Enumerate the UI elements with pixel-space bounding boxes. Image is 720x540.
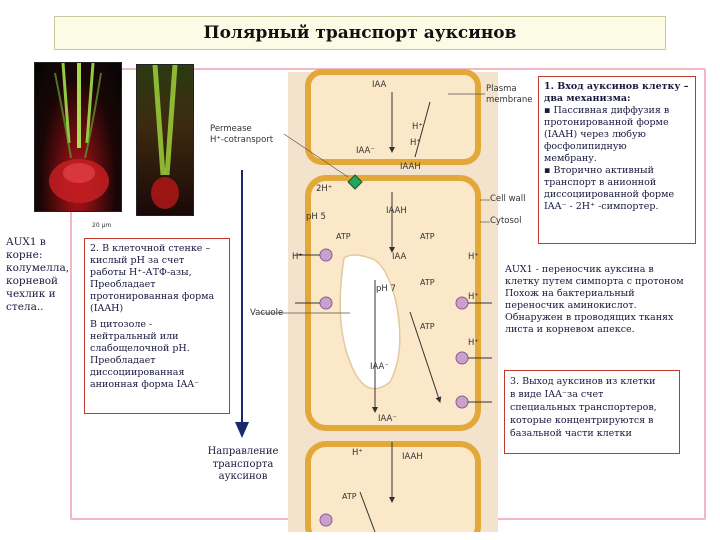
- scale-bar-label: 20 µm: [92, 222, 112, 229]
- h-plus-label: H⁺: [468, 252, 479, 262]
- auxin-exit-box: 3. Выход ауксинов из клетки в виде IAA⁻з…: [504, 370, 680, 454]
- box-line: IAA⁻ - 2H⁺ -симпортер.: [544, 201, 659, 212]
- atpase-pump: [455, 351, 469, 365]
- box-line: мембрану.: [544, 153, 597, 164]
- atpase-pump: [455, 296, 469, 310]
- iaa-minus-label: IAA⁻: [370, 362, 389, 372]
- auxin-entry-box: 1. Вход ауксинов клетку – два механизма:…: [538, 76, 696, 244]
- iaah-label: IAAH: [386, 206, 407, 216]
- box-line: диссоциированной форме: [544, 189, 675, 200]
- two-h-plus-label: 2H⁺: [316, 184, 333, 194]
- box-line: 2. В клеточной стенке –: [90, 243, 211, 254]
- label-line: ауксинов: [218, 471, 268, 482]
- aux-side-line: корне:: [6, 249, 43, 261]
- box-line: фосфолипидную: [544, 141, 627, 152]
- iaa-label: IAA: [392, 252, 407, 262]
- box-line: диссоциированная: [90, 367, 185, 378]
- box-heading: 1. Вход ауксинов клетку – два механизма:: [544, 81, 689, 104]
- box-line: кислый рН за счет: [90, 255, 185, 266]
- atp-label: ATP: [420, 322, 435, 331]
- aux-side-line: колумелла,: [6, 262, 70, 274]
- note-line: клетку путем симпорта с протоном: [505, 276, 684, 287]
- label-line: membrane: [486, 95, 533, 105]
- iaa-minus-label: IAA⁻: [356, 146, 375, 156]
- cell-wall-label: Cell wall: [490, 194, 526, 204]
- box-line: протонированной форме: [544, 117, 669, 128]
- box-line: Преобладает: [90, 279, 156, 290]
- box-line: 3. Выход ауксинов из клетки: [510, 376, 656, 387]
- label-line: Plasma: [486, 84, 517, 94]
- box-line: специальных транспортеров,: [510, 402, 657, 413]
- transport-direction-label: Направление транспорта ауксинов: [188, 446, 298, 484]
- atp-label: ATP: [336, 232, 351, 241]
- label-line: Permease: [210, 124, 252, 134]
- root-fluorescence-photo-1: [34, 62, 122, 212]
- h-plus-label: H⁺: [468, 292, 479, 302]
- cell-wall-ph-box: 2. В клеточной стенке – кислый рН за сче…: [84, 238, 230, 414]
- aux1-root-note: AUX1 в корне: колумелла, корневой чехлик…: [6, 236, 70, 314]
- atpase-pump: [455, 395, 469, 409]
- iaah-label: IAAH: [402, 452, 423, 462]
- aux-side-line: стела..: [6, 301, 44, 313]
- lower-cell: [305, 441, 481, 532]
- atp-label: ATP: [342, 492, 357, 501]
- note-line: переносчик аминокислот.: [505, 300, 637, 311]
- box-line: (IAAH): [90, 303, 124, 314]
- page-title: Полярный транспорт ауксинов: [54, 16, 666, 50]
- atp-label: ATP: [420, 278, 435, 287]
- h-plus-label: H⁺: [352, 448, 363, 458]
- box-line: ▪ Вторично активный: [544, 165, 654, 176]
- transport-direction-arrow: [235, 170, 249, 438]
- cytosol-label: Cytosol: [490, 216, 522, 226]
- box-line: В цитозоле -: [90, 319, 153, 330]
- box-line: транспорт в анионной: [544, 177, 657, 188]
- note-line: листа и корневом апексе.: [505, 324, 635, 335]
- h-plus-label: H⁺: [468, 338, 479, 348]
- ph7-label: pH 7: [376, 284, 396, 294]
- box-line: слабощелочной рН.: [90, 343, 190, 354]
- atpase-pump: [319, 513, 333, 527]
- aux1-carrier-note: AUX1 - переносчик ауксина в клетку путем…: [502, 262, 702, 338]
- box-line: ▪ Пассивная диффузия в: [544, 105, 670, 116]
- box-line: анионная форма IAA⁻: [90, 379, 200, 390]
- box-line: (IAAH) через любую: [544, 129, 646, 140]
- aux-side-line: AUX1 в: [6, 236, 46, 248]
- label-line: H⁺-cotransport: [210, 135, 274, 145]
- iaa-label-top: IAA: [372, 80, 387, 90]
- iaa-minus-label: IAA⁻: [378, 414, 397, 424]
- vacuole: [339, 254, 401, 390]
- ph5-label: pH 5: [306, 212, 326, 222]
- cell-transport-diagram: [260, 69, 498, 532]
- h-plus-label: H⁺: [410, 138, 421, 148]
- plasma-membrane-label: Plasma membrane: [486, 84, 533, 106]
- box-line: Преобладает: [90, 355, 156, 366]
- root-fluorescence-photo-2: [136, 64, 194, 216]
- iaah-label: IAAH: [400, 162, 421, 172]
- atp-label: ATP: [420, 232, 435, 241]
- box-line: которые концентрируются в: [510, 415, 654, 426]
- atpase-pump: [319, 248, 333, 262]
- box-line: базальной части клетки: [510, 428, 632, 439]
- box-line: в виде IAA⁻за счет: [510, 389, 604, 400]
- h-plus-label: H⁺: [412, 122, 423, 132]
- upper-cell: [305, 69, 481, 165]
- permease-label: Permease H⁺-cotransport: [210, 124, 273, 146]
- box-line: работы Н⁺-АТФ-азы,: [90, 267, 192, 278]
- note-line: AUX1 - переносчик ауксина в: [505, 264, 654, 275]
- permease-symporter: [347, 174, 363, 190]
- vacuole-label: Vacuole: [250, 308, 284, 318]
- label-line: Направление: [207, 446, 279, 457]
- atpase-pump: [319, 296, 333, 310]
- box-line: нейтральный или: [90, 331, 179, 342]
- box-line: протонированная форма: [90, 291, 215, 302]
- label-line: транспорта: [212, 458, 274, 470]
- note-line: Похож на бактериальный: [505, 288, 635, 299]
- aux-side-line: корневой: [6, 275, 59, 287]
- note-line: Обнаружен в проводящих тканях: [505, 312, 674, 323]
- aux-side-line: чехлик и: [6, 288, 56, 300]
- h-plus-label: H⁺: [292, 252, 303, 262]
